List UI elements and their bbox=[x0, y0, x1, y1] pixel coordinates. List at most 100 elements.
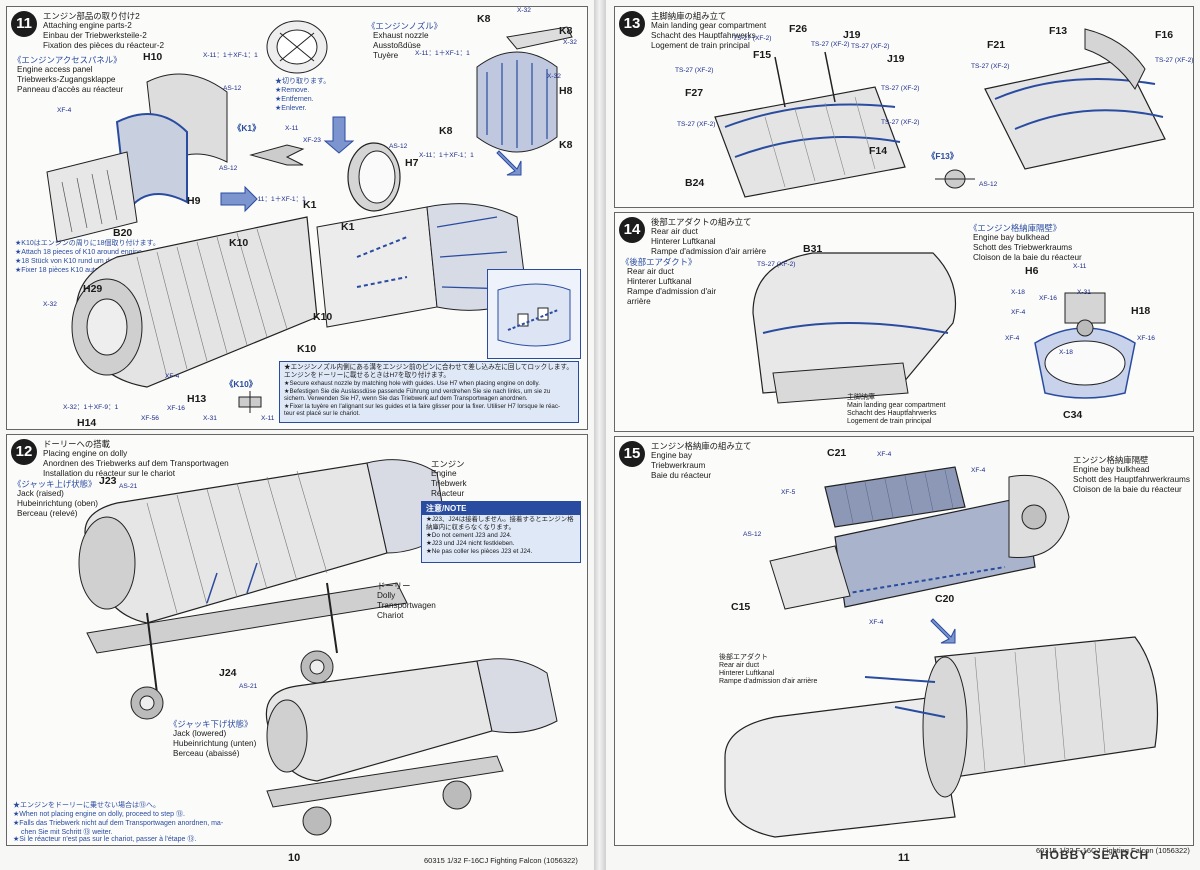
step-title-en: Rear air duct bbox=[651, 227, 698, 236]
gear-bay-fr: Logement de train principal bbox=[847, 418, 932, 425]
paint-callout: X-11 bbox=[1073, 263, 1087, 270]
engine-on-dolly-lowered-drawing bbox=[265, 658, 558, 836]
jack-raised-fr: Berceau (relevé) bbox=[17, 509, 78, 518]
engine-label-jp: エンジン bbox=[431, 459, 465, 469]
assembly-arrow-icon bbox=[220, 185, 258, 213]
engine-on-dolly-raised-drawing bbox=[78, 459, 448, 720]
h7-ring-drawing bbox=[347, 142, 401, 212]
note-jp: ★J23、J24は接着しません。接着するとエンジン格納庫内に収まらなくなります。 bbox=[426, 516, 574, 531]
paint-callout: X-11：1＋XF-1：1 bbox=[415, 50, 470, 57]
paint-callout: XF-56 bbox=[141, 415, 159, 422]
paint-callout: X-31 bbox=[1077, 289, 1091, 296]
part-label-b24: B24 bbox=[685, 177, 705, 189]
remove-note-fr: ★Enlever. bbox=[275, 105, 307, 112]
part-label-k8: K8 bbox=[439, 125, 453, 137]
paint-callout: TS-27 (XF-2) bbox=[1155, 57, 1194, 64]
bulkhead-fr: Cloison de la baie du réacteur bbox=[973, 253, 1082, 262]
step-number: 11 bbox=[11, 11, 37, 37]
paint-callout: X-11 bbox=[285, 125, 299, 132]
note-fr: ★Ne pas coller les pièces J23 et J24. bbox=[426, 548, 533, 555]
left-page: 11 エンジン部品の取り付け2 Attaching engine parts-2… bbox=[0, 0, 594, 870]
paint-callout: AS-21 bbox=[239, 683, 258, 690]
part-label-k8: K8 bbox=[559, 139, 573, 151]
nozzle-fr: Tuyère bbox=[373, 51, 399, 60]
note-fr-1: ★Fixer la tuyère en l'alignant sur les g… bbox=[284, 402, 561, 410]
paint-callout: X-31 bbox=[203, 415, 217, 422]
skip-note-fr: ★Si le réacteur n'est pas sur le chariot… bbox=[13, 836, 197, 843]
step-title-de: Triebwerkraum bbox=[651, 461, 706, 470]
paint-callout: AS-12 bbox=[743, 531, 762, 538]
paint-callout: X-32 bbox=[43, 301, 57, 308]
part-label-j23: J23 bbox=[99, 475, 117, 487]
part-label-j19: J19 bbox=[843, 29, 861, 41]
bay-bulkhead-jp: エンジン格納庫隔壁 bbox=[1073, 455, 1149, 465]
paint-callout: XF-4 bbox=[1011, 309, 1026, 316]
step-title-en: Placing engine on dolly bbox=[43, 449, 128, 458]
part-label-f15: F15 bbox=[753, 49, 772, 61]
remove-ring-drawing bbox=[266, 20, 328, 74]
step-title-en: Attaching engine parts-2 bbox=[43, 21, 132, 30]
step-11-panel: 11 エンジン部品の取り付け2 Attaching engine parts-2… bbox=[6, 6, 588, 430]
part-label-k1: K1 bbox=[303, 199, 317, 211]
part-label-h9: H9 bbox=[187, 195, 201, 207]
f13-detail-label: 《F13》 bbox=[927, 151, 959, 161]
remove-note-en: ★Remove. bbox=[275, 87, 310, 94]
paint-callout: TS-27 (XF-2) bbox=[733, 35, 772, 42]
paint-callout: XF-16 bbox=[1039, 295, 1057, 302]
paint-callout: XF-4 bbox=[869, 619, 884, 626]
engine-bay-exploded-drawing bbox=[824, 466, 1036, 608]
duct-sub-en: Rear air duct bbox=[627, 267, 674, 276]
step-title-en: Main landing gear compartment bbox=[651, 21, 767, 30]
part-label-b31: B31 bbox=[803, 243, 823, 255]
k10-part-drawing bbox=[238, 391, 262, 413]
part-label-f14: F14 bbox=[869, 145, 888, 157]
footer-code: 60315 1/32 F-16CJ Fighting Falcon (10563… bbox=[424, 856, 578, 865]
engine-label-en: Engine bbox=[431, 469, 457, 478]
assembly-arrow-icon bbox=[930, 618, 956, 644]
k10-note-en: ★Attach 18 pieces of K10 around engine. bbox=[15, 249, 144, 256]
access-panel-en: Engine access panel bbox=[17, 65, 93, 74]
engine-bay-bulkhead-small-drawing bbox=[1008, 474, 1070, 558]
note-de-1: ★Befestigen Sie die Auslassdüse passende… bbox=[284, 387, 551, 395]
step-15-panel: 15 エンジン格納庫の組み立て Engine bay Triebwerkraum… bbox=[614, 436, 1194, 846]
page-gutter bbox=[594, 0, 606, 870]
jack-lowered-jp: 《ジャッキ下げ状態》 bbox=[169, 719, 253, 729]
note-jp-1: ★エンジンノズル内側にある溝をエンジン前のピンに合わせて差し込み左に回してロック… bbox=[284, 364, 573, 371]
paint-callout: TS-27 (XF-2) bbox=[811, 41, 850, 48]
skip-note-de-1: ★Falls das Triebwerk nicht auf dem Trans… bbox=[13, 820, 224, 827]
bulkhead-de: Schott des Triebwerkraums bbox=[973, 243, 1073, 252]
assembly-arrow-icon bbox=[496, 150, 522, 176]
bay-duct-fr: Rampe d'admission d'air arrière bbox=[719, 678, 818, 685]
paint-callout: X-32 bbox=[547, 73, 561, 80]
part-label-k8: K8 bbox=[477, 13, 491, 25]
paint-callout: TS-27 (XF-2) bbox=[881, 85, 920, 92]
part-label-k8: K8 bbox=[559, 25, 573, 37]
part-label-c34: C34 bbox=[1063, 409, 1083, 421]
access-panel-jp: 《エンジンアクセスパネル》 bbox=[13, 55, 122, 65]
note-en-1: ★Secure exhaust nozzle by matching hole … bbox=[284, 380, 540, 387]
part-label-k10: K10 bbox=[313, 311, 333, 323]
paint-callout: AS-12 bbox=[979, 181, 998, 188]
step-title-de: Schacht des Hauptfahrwerks bbox=[651, 31, 756, 40]
part-label-j24: J24 bbox=[219, 667, 237, 679]
step-14-panel: 14 後部エアダクトの組み立て Rear air duct Hinterer L… bbox=[614, 212, 1194, 432]
part-label-h14: H14 bbox=[77, 417, 97, 429]
gear-bay-jp: 主脚納庫 bbox=[847, 394, 875, 401]
duct-sub-de: Hinterer Luftkanal bbox=[627, 277, 692, 286]
paint-callout: TS-27 (XF-2) bbox=[971, 63, 1010, 70]
paint-callout: XF-4 bbox=[1005, 335, 1020, 342]
duct-sub-fr-2: arrière bbox=[627, 297, 651, 306]
step-title-en: Engine bay bbox=[651, 451, 692, 460]
note-heading: 注意/NOTE bbox=[422, 502, 580, 515]
step-title-jp: エンジン格納庫の組み立て bbox=[651, 441, 752, 451]
paint-callout: X-32 bbox=[563, 39, 577, 46]
nozzle-drawing bbox=[476, 26, 573, 153]
bulkhead-en: Engine bay bulkhead bbox=[973, 233, 1050, 242]
paint-callout: AS-21 bbox=[119, 483, 138, 490]
jack-raised-en: Jack (raised) bbox=[17, 489, 64, 498]
step-number: 13 bbox=[619, 11, 645, 37]
jack-lowered-en: Jack (lowered) bbox=[173, 729, 227, 738]
jack-raised-de: Hubeinrichtung (oben) bbox=[17, 499, 99, 508]
page-number: 10 bbox=[288, 852, 301, 864]
paint-callout: AS-12 bbox=[389, 143, 408, 150]
